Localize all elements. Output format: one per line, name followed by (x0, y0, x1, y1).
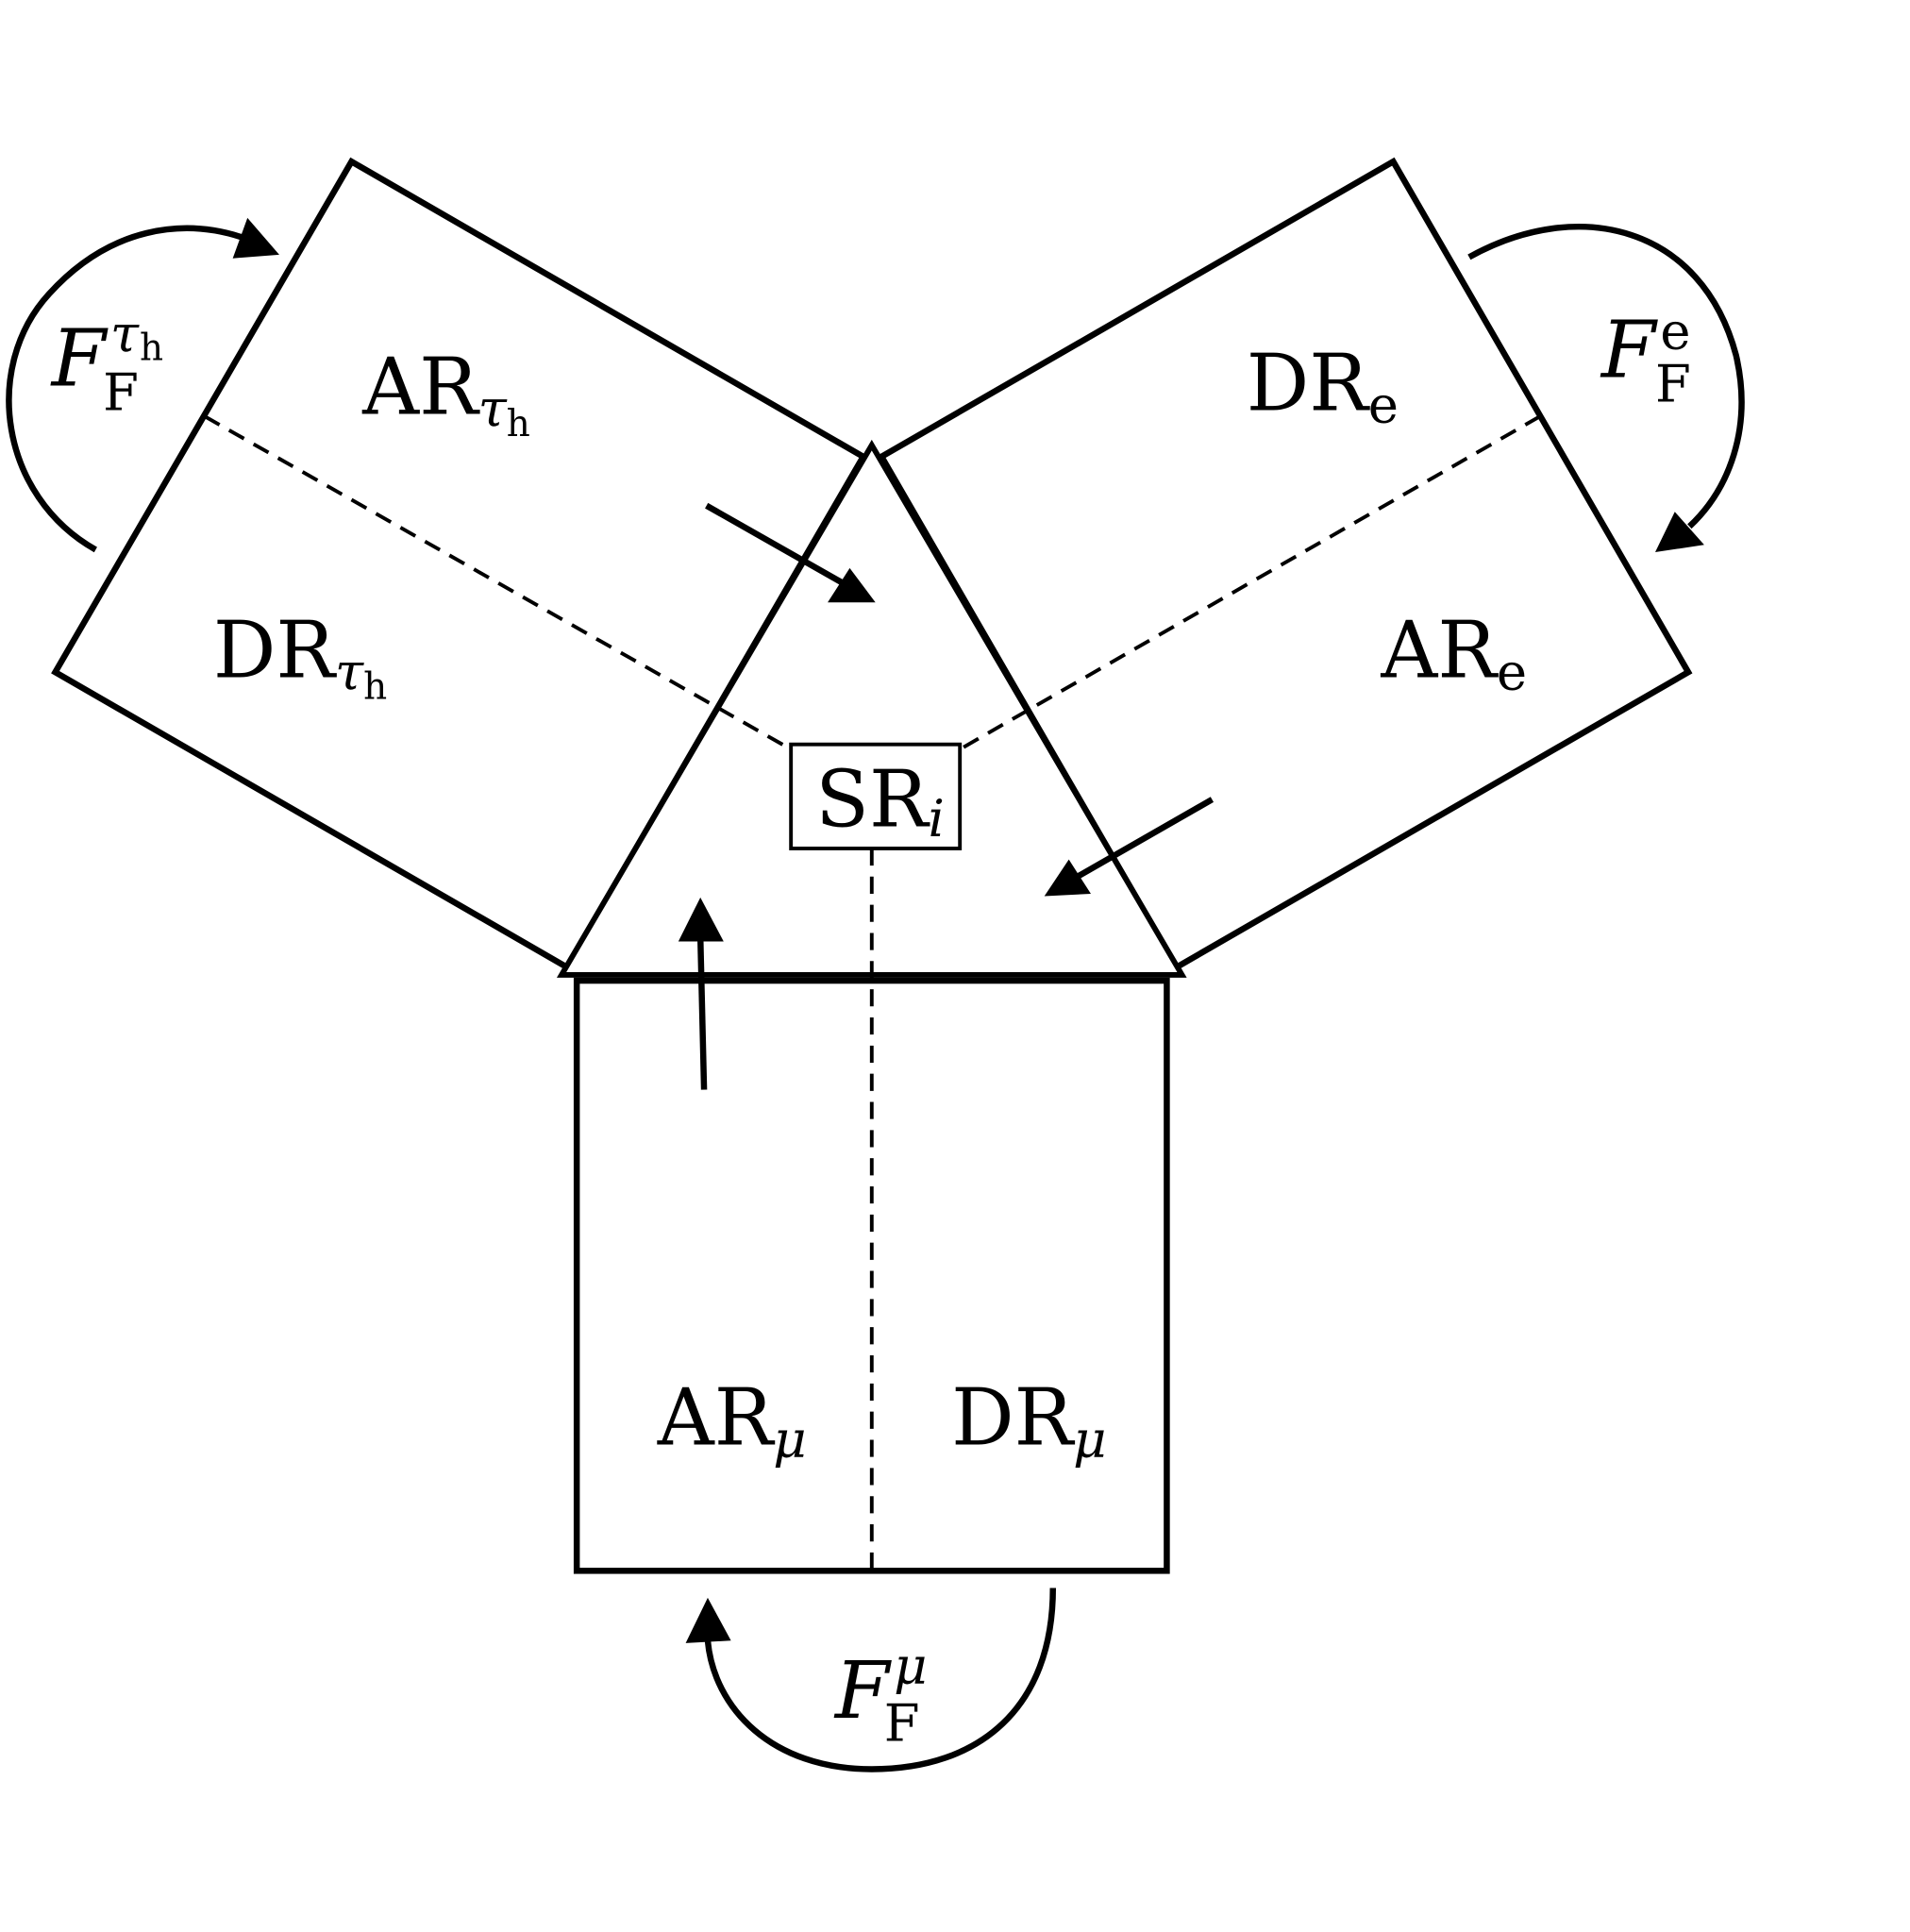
dr-tau-label: DRτh (213, 604, 387, 708)
svg-text:F: F (1600, 305, 1659, 396)
ar-mu-label: ARμ (657, 1372, 807, 1470)
sr-label: SRi (815, 754, 945, 848)
bottom-square (573, 977, 1170, 1574)
dashed-right (959, 414, 1542, 751)
sr-box (789, 742, 963, 850)
svg-text:μ: μ (894, 1636, 927, 1696)
svg-text:F: F (50, 313, 109, 405)
curved-arrow-e (1467, 223, 1745, 553)
flow-e-label: F F e (1600, 301, 1691, 414)
ar-e-label: ARe (1380, 604, 1527, 701)
dr-mu-label: DRμ (951, 1372, 1106, 1470)
svg-text:h: h (140, 327, 163, 369)
dashed-left (203, 414, 793, 751)
svg-text:F: F (884, 1693, 920, 1754)
svg-text:F: F (103, 362, 139, 423)
svg-text:e: e (1660, 301, 1690, 361)
flow-tau-label: F F τ h (50, 303, 163, 422)
dr-e-label: DRe (1247, 338, 1399, 435)
ar-tau-label: ARτh (361, 341, 530, 445)
flow-mu-label: F F μ (833, 1636, 928, 1754)
svg-text:τ: τ (110, 303, 140, 363)
svg-text:F: F (833, 1645, 893, 1737)
svg-text:F: F (1655, 353, 1691, 413)
arrow-from-ar-tau (705, 502, 876, 603)
arrow-from-ar-e (1044, 797, 1215, 897)
arrow-from-ar-mu (678, 897, 724, 1090)
curved-arrow-mu (685, 1588, 1057, 1772)
curved-arrow-tau (6, 217, 279, 553)
